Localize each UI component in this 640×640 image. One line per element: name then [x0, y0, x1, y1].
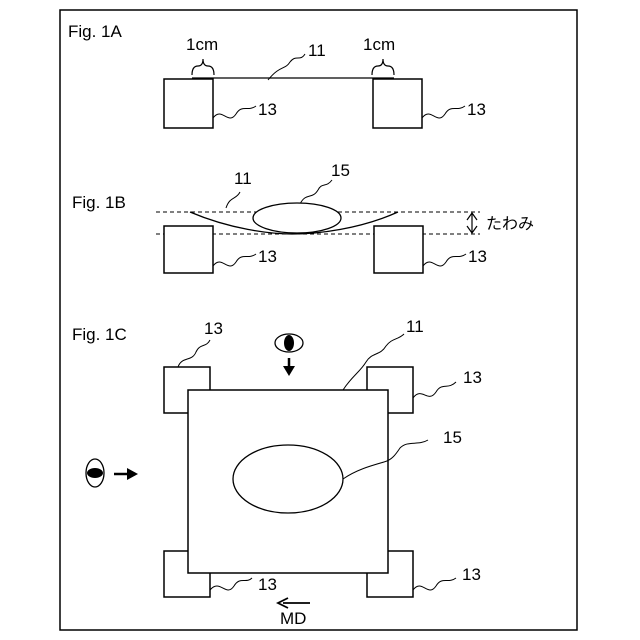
- viewing-arrowhead-right: [127, 468, 138, 480]
- dimension-brace-right: [372, 59, 394, 75]
- droplet: [233, 445, 343, 513]
- leader-line: [413, 382, 456, 398]
- support-bottom-left-ref-label: 13: [258, 575, 277, 594]
- leader-line: [422, 106, 465, 118]
- dimension-label-left: 1cm: [186, 35, 218, 54]
- droplet-ref-label: 15: [331, 161, 350, 180]
- figure-1a-label: Fig. 1A: [68, 22, 123, 41]
- figure-1a: Fig. 1A 1cm 1cm 11 13 13: [68, 22, 486, 128]
- leader-line: [210, 578, 252, 590]
- leader-line: [178, 340, 210, 367]
- eye-icon: [275, 334, 303, 352]
- machine-direction-label: MD: [280, 609, 306, 628]
- support-right-ref-label: 13: [468, 247, 487, 266]
- support-block-left: [164, 79, 213, 128]
- figure-1c: Fig. 1C 13 11 13 15: [72, 317, 482, 628]
- eye-icon: [86, 459, 104, 487]
- support-top-right-ref-label: 13: [463, 368, 482, 387]
- leader-line: [268, 54, 305, 80]
- film-ref-label: 11: [406, 317, 424, 336]
- leader-line: [300, 180, 332, 204]
- leader-line: [213, 106, 256, 118]
- viewing-arrowhead-down: [283, 366, 295, 376]
- support-bottom-right-ref-label: 13: [462, 565, 481, 584]
- figure-1c-label: Fig. 1C: [72, 325, 127, 344]
- figure-1b-label: Fig. 1B: [72, 193, 126, 212]
- support-block-right: [374, 226, 423, 273]
- figure-1b: Fig. 1B 11 15 たわみ 13 13: [72, 161, 534, 273]
- support-left-ref-label: 13: [258, 247, 277, 266]
- leader-line: [423, 254, 466, 266]
- support-left-ref-label: 13: [258, 100, 277, 119]
- leader-line: [226, 192, 240, 208]
- leader-line: [213, 254, 256, 266]
- film-ref-label: 11: [308, 41, 326, 60]
- dimension-brace-left: [192, 59, 214, 75]
- leader-line: [413, 578, 456, 590]
- support-block-right: [373, 79, 422, 128]
- droplet-ref-label: 15: [443, 428, 462, 447]
- support-block-left: [164, 226, 213, 273]
- support-right-ref-label: 13: [467, 100, 486, 119]
- droplet: [253, 203, 341, 233]
- dimension-label-right: 1cm: [363, 35, 395, 54]
- deflection-label: たわみ: [486, 214, 534, 233]
- support-top-left-ref-label: 13: [204, 319, 223, 338]
- film-ref-label: 11: [234, 169, 252, 188]
